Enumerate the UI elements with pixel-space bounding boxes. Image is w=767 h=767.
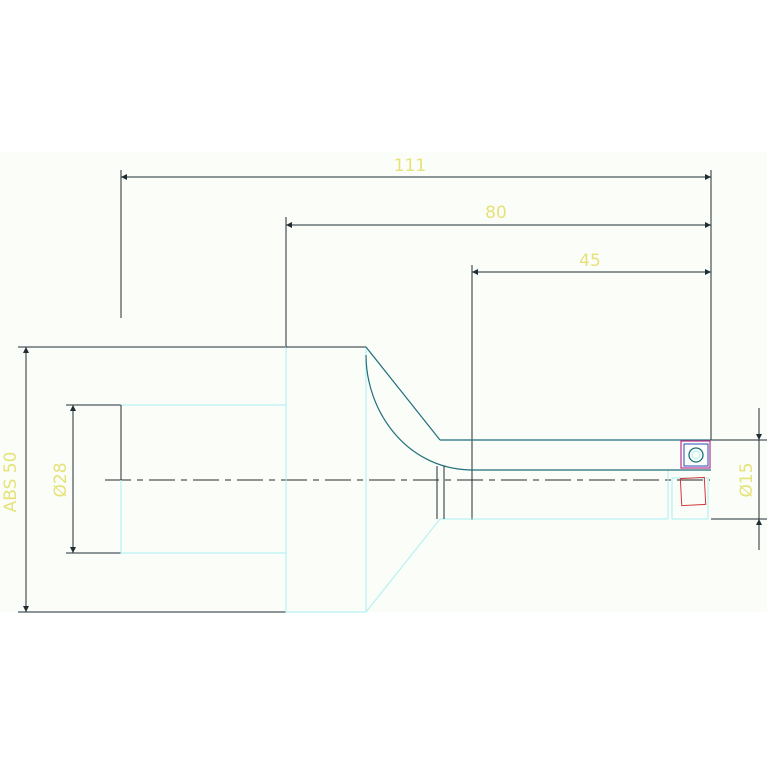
- dimension-label-abs-50: ABS 50: [1, 452, 21, 513]
- dimension-label-80: 80: [485, 203, 507, 223]
- tip-detail: [679, 440, 711, 507]
- dimension-label-111: 111: [394, 156, 426, 176]
- drawing-sheet: [0, 152, 767, 612]
- tip-square-red: [679, 476, 707, 507]
- tip-square-magenta: [680, 440, 711, 469]
- dimension-111: 111: [120, 156, 712, 440]
- tip-circle-outer: [688, 447, 704, 463]
- taper-upper-line: [365, 346, 441, 441]
- dimension-label-diameter-28: Ø28: [51, 462, 71, 497]
- tip-square-blue: [683, 443, 709, 467]
- fillet-arc: [365, 354, 711, 471]
- tip-circle-inner: [691, 450, 701, 460]
- dimension-80: 80: [285, 203, 711, 347]
- part-outline: [120, 346, 711, 519]
- dimension-abs-50: ABS 50: [1, 346, 286, 613]
- taper-lower-line: [365, 518, 441, 613]
- dimension-45: 45: [471, 251, 711, 520]
- dimension-label-diameter-15: Ø15: [737, 462, 757, 497]
- dimension-diameter-28: Ø28: [51, 404, 121, 554]
- dimension-diameter-15: Ø15: [711, 408, 767, 550]
- dimension-label-45: 45: [579, 251, 601, 271]
